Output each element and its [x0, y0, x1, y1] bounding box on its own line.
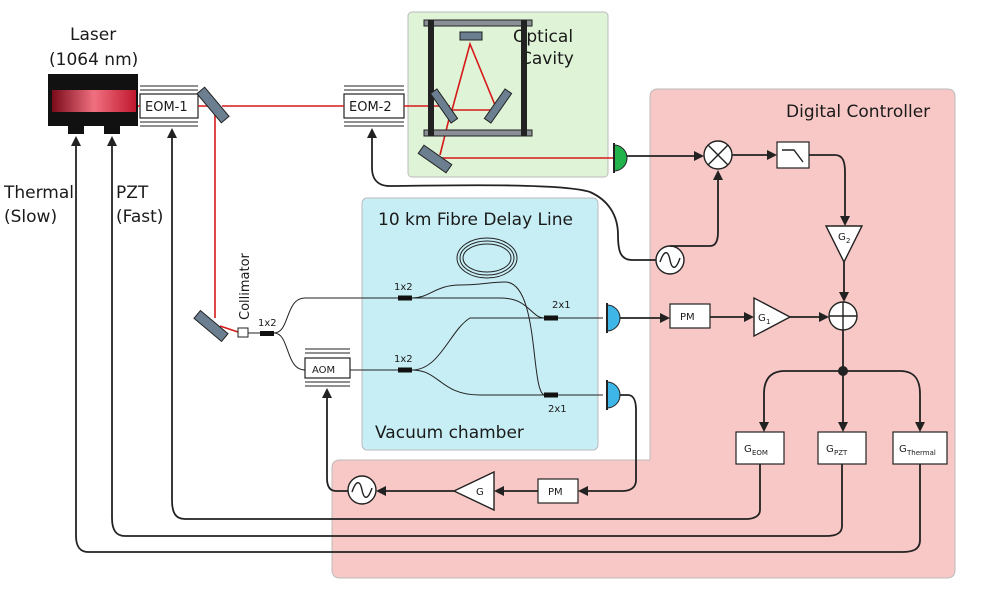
eom1-label: EOM-1 [145, 100, 188, 115]
thermal-label: Thermal [3, 183, 74, 203]
aom-component: AOM [304, 348, 351, 387]
eom2-label: EOM-2 [349, 100, 392, 115]
collimator-label: Collimator [238, 252, 253, 320]
gain-g2-sub: 2 [846, 237, 850, 245]
local-oscillator-lower-icon [347, 475, 377, 505]
laser-wavelength-label: (1064 nm) [49, 50, 138, 70]
g-eom-label: G [744, 444, 752, 455]
gain-g2: G 2 [824, 225, 864, 264]
gain-g-label: G [476, 487, 484, 498]
eom1-component: EOM-1 [139, 85, 199, 127]
gain-g1-sub: 1 [766, 318, 770, 326]
aom-label: AOM [312, 365, 335, 376]
local-oscillator-upper-icon [655, 245, 685, 275]
g-pzt-label: G [826, 444, 834, 455]
gain-g1: G 1 [753, 296, 792, 338]
digital-controller-region [331, 88, 956, 579]
photodetector-blue-lower [606, 381, 621, 409]
g-thermal-label: G [899, 444, 907, 455]
fibre-delay-title: 10 km Fibre Delay Line [378, 210, 573, 230]
optical-cavity-title-2: Cavity [520, 49, 574, 69]
summing-junction-icon [828, 301, 858, 331]
laser-icon [48, 74, 138, 134]
optical-cavity-title-1: Optical [513, 27, 573, 47]
coupler-label-1x2-c: 1x2 [394, 354, 413, 365]
vacuum-chamber-label: Vacuum chamber [375, 423, 524, 443]
mixer-icon [703, 140, 733, 170]
g-thermal-box: G Thermal [892, 431, 948, 465]
pzt-label: PZT [116, 183, 149, 203]
photodetector-blue-upper [606, 304, 621, 332]
gain-g2-label: G [838, 232, 846, 243]
coupler-label-2x1-b: 2x1 [548, 404, 567, 415]
pm-lower-label: PM [548, 487, 563, 498]
digital-controller-title: Digital Controller [786, 102, 930, 122]
pm-upper-label: PM [680, 312, 695, 323]
g-thermal-sub: Thermal [906, 449, 936, 457]
collimator-icon [237, 327, 249, 338]
coupler-marks [260, 295, 558, 398]
coupler-label-1x2-b: 1x2 [394, 282, 413, 293]
pm-lower: PM [537, 478, 579, 504]
coupler-label-2x1-a: 2x1 [552, 300, 571, 311]
laser-beam-paths [138, 41, 615, 333]
signal-wires [71, 128, 925, 553]
g-eom-sub: EOM [752, 449, 768, 457]
laser-label: Laser [70, 25, 116, 45]
thermal-slow-label: (Slow) [4, 207, 57, 227]
g-eom-box: G EOM [735, 431, 785, 465]
lowpass-filter-icon [776, 141, 810, 169]
eom2-component: EOM-2 [343, 85, 405, 127]
coupler-label-1x2-a: 1x2 [258, 318, 277, 329]
gain-g1-label: G [758, 313, 766, 324]
g-pzt-box: G PZT [817, 431, 867, 465]
pzt-fast-label: (Fast) [116, 207, 163, 227]
g-pzt-sub: PZT [834, 449, 848, 457]
pm-upper: PM [669, 303, 711, 329]
mirror-1 [196, 86, 230, 124]
photodetector-green [613, 144, 628, 172]
mirror-2 [193, 309, 229, 343]
optical-cavity [417, 19, 533, 174]
